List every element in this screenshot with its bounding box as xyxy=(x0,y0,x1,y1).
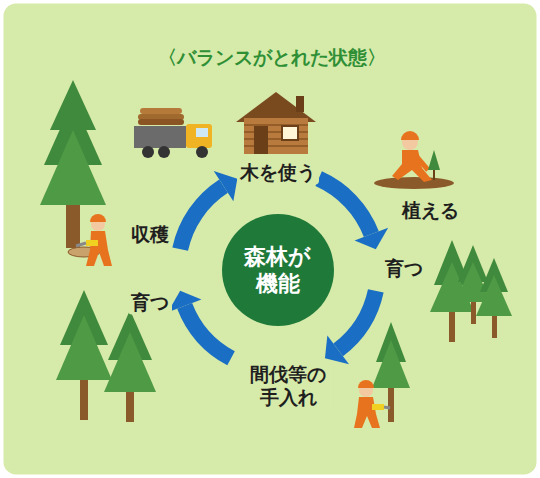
stage-label: 木を使う xyxy=(237,160,319,185)
cycle-arc xyxy=(185,306,231,358)
log-house xyxy=(236,92,316,154)
stage-label: 植える xyxy=(399,198,462,223)
cycle-arrows xyxy=(168,171,388,364)
node-text: 森林が 機能 xyxy=(241,243,316,298)
log-truck xyxy=(134,108,212,158)
cycle-arc xyxy=(338,291,376,350)
diagram-title: 〈バランスがとれた状態〉 xyxy=(158,45,386,71)
arrow-head xyxy=(168,291,202,312)
cycle-arc xyxy=(319,179,372,235)
stage-label: 間伐等の 手入れ xyxy=(243,362,333,410)
chainsaw-worker xyxy=(76,214,112,266)
arrow-head xyxy=(355,228,389,249)
arrow-head xyxy=(214,171,238,201)
stage-label: 収穫 xyxy=(128,222,172,247)
tall-tree xyxy=(40,80,106,257)
planting-worker xyxy=(374,131,454,189)
thinning-worker xyxy=(354,322,410,428)
center-circle: 森林が 機能 xyxy=(222,214,334,326)
trees-right xyxy=(430,240,512,342)
cycle-arc xyxy=(180,186,223,249)
stage-label: 育つ xyxy=(382,256,426,281)
stage-label: 育つ xyxy=(128,290,172,315)
arrow-head xyxy=(325,335,349,364)
